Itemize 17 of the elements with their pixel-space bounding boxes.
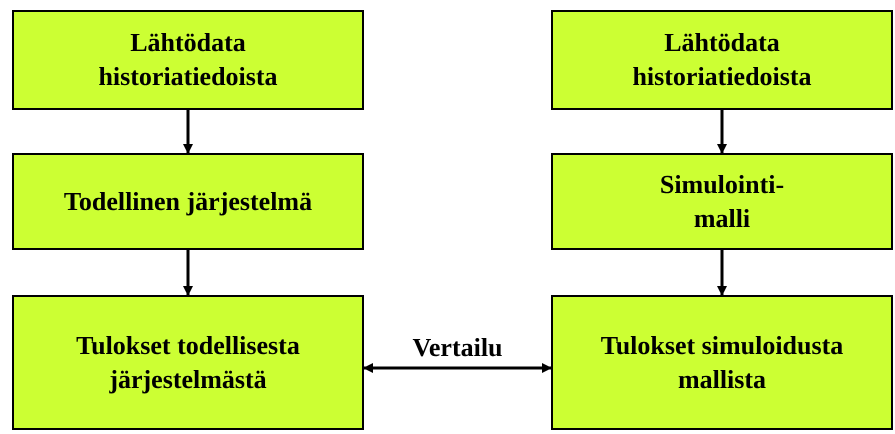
arrow <box>717 110 727 154</box>
arrow <box>717 250 727 296</box>
process-box <box>551 153 893 250</box>
box-text: Tulokset simuloidusta mallista <box>600 330 844 396</box>
process-box <box>551 10 893 110</box>
arrow <box>363 363 552 373</box>
arrow <box>183 110 193 154</box>
process-box <box>12 295 364 430</box>
box-text: Todellinen järjestelmä <box>64 186 312 218</box>
box-text: Lähtödata historiatiedoista <box>631 27 813 93</box>
box-text: Lähtödata historiatiedoista <box>97 27 279 93</box>
box-text: Simulointi- malli <box>658 168 786 234</box>
box-text: Tulokset todellisesta järjestelmästä <box>75 330 301 396</box>
process-box <box>12 153 364 250</box>
process-box <box>12 10 364 110</box>
process-box <box>551 295 893 430</box>
arrow <box>183 250 193 296</box>
